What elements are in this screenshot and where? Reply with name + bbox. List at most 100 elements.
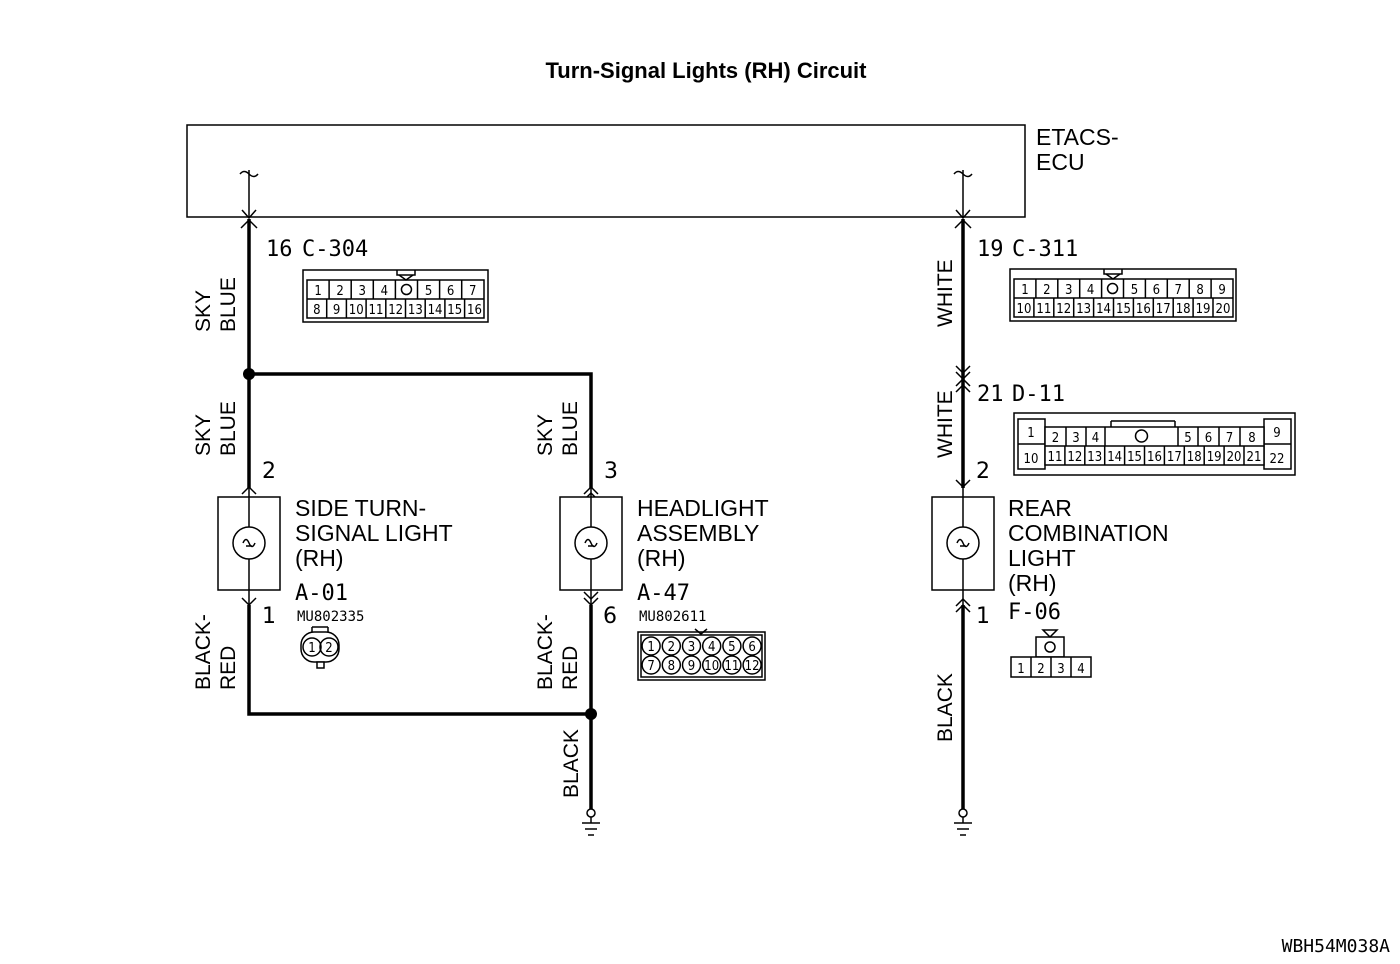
svg-text:(RH): (RH)	[295, 545, 344, 571]
bulb-icon	[584, 538, 598, 548]
c304-row2-cell: 12	[388, 303, 403, 318]
d11-row1-cell: 5	[1184, 431, 1191, 446]
d11-row2-cell: 12	[1067, 450, 1082, 465]
rear-top-pin: 2	[976, 459, 990, 484]
a01-part-number: MU802335	[297, 609, 364, 625]
svg-text:SIGNAL LIGHT: SIGNAL LIGHT	[295, 520, 453, 546]
c311-row2-cell: 13	[1076, 302, 1091, 317]
c304-row1-cell: 4	[381, 284, 388, 299]
ecu-terminal-right	[953, 170, 973, 220]
d11-row1-cell: 4	[1092, 431, 1099, 446]
ground-icon	[954, 808, 972, 836]
a47-pin-circle	[701, 655, 722, 675]
a47-part-number: MU802611	[639, 609, 706, 625]
c304-row1-cell: 6	[447, 284, 454, 299]
c311-row1-key	[1106, 282, 1119, 295]
d11-row2-cell: 16	[1147, 450, 1162, 465]
c304-row2-cell: 15	[447, 303, 462, 318]
headlight-assembly	[559, 485, 623, 607]
connector-a01: 1 2	[300, 626, 340, 669]
a47-pin-circle	[722, 636, 742, 656]
c311-row1-cell: 7	[1175, 283, 1182, 298]
c304-row2-cell: 8	[313, 303, 320, 318]
f06-cell: 4	[1077, 662, 1084, 677]
c311-row1-cell: 3	[1065, 283, 1072, 298]
svg-text:RED: RED	[559, 646, 582, 690]
c311-row2-cell: 17	[1156, 302, 1171, 317]
d11-pin-label: 21	[977, 382, 1004, 407]
a47-pin-circle	[661, 655, 682, 675]
c311-row2-cell: 16	[1136, 302, 1151, 317]
wire-label-black-right: BLACK	[934, 673, 957, 742]
side-light-name: SIDE TURN- SIGNAL LIGHT (RH)	[295, 495, 453, 571]
wire-sky-blue-split	[249, 372, 593, 488]
svg-text:(RH): (RH)	[637, 545, 686, 571]
c311-row2-cell: 11	[1036, 302, 1051, 317]
wire-label-sky-blue-3: SKY BLUE	[534, 401, 582, 456]
svg-text:BLACK: BLACK	[560, 729, 583, 798]
a47-pin-circle	[722, 655, 742, 675]
svg-text:COMBINATION: COMBINATION	[1008, 520, 1169, 546]
c304-row1-key	[400, 283, 413, 296]
a47-pin-circle	[742, 655, 762, 675]
d11-row1-cell: 3	[1072, 431, 1079, 446]
bulb-icon	[956, 538, 970, 548]
d11-row2-cell: 13	[1087, 450, 1102, 465]
rear-bottom-pin: 1	[976, 604, 990, 629]
svg-text:10: 10	[1024, 452, 1039, 467]
svg-text:REAR: REAR	[1008, 495, 1072, 521]
etacs-ecu-box	[186, 124, 1026, 218]
c311-row1-cell: 9	[1218, 283, 1225, 298]
c304-row2-cell: 9	[333, 303, 340, 318]
c311-row1-cell: 4	[1087, 283, 1094, 298]
side-bottom-pin: 1	[262, 604, 276, 629]
d11-row2-cell: 20	[1227, 450, 1242, 465]
c311-pin-label: 19	[977, 237, 1004, 262]
d11-row2-cell: 11	[1048, 450, 1063, 465]
svg-text:BLUE: BLUE	[217, 277, 240, 332]
d11-row2-cell: 14	[1107, 450, 1122, 465]
a47-pin-circle	[641, 636, 661, 656]
svg-text:9: 9	[1273, 426, 1280, 441]
c304-row1-cell: 2	[336, 284, 343, 299]
bulb-icon	[242, 538, 256, 548]
f06-cell: 2	[1037, 662, 1044, 677]
ecu-terminal-left	[239, 170, 259, 220]
c311-row2-cell: 18	[1176, 302, 1191, 317]
c304-row2-cell: 13	[408, 303, 423, 318]
side-top-pin: 2	[262, 459, 276, 484]
c304-row2-cell: 16	[467, 303, 482, 318]
svg-text:WHITE: WHITE	[934, 390, 957, 458]
c304-row1-cell: 7	[469, 284, 476, 299]
c304-pin-label: 16	[266, 237, 293, 262]
c304-row2-cell: 14	[428, 303, 443, 318]
d11-row1-cell: 8	[1248, 431, 1255, 446]
a47-row2-cell: 7	[647, 659, 654, 674]
a47-pin-circle	[681, 636, 702, 656]
a47-row1-cell: 3	[688, 640, 695, 655]
d11-row2-cell: 15	[1127, 450, 1142, 465]
ground-icon	[582, 808, 600, 836]
c311-connector-label: C-311	[1012, 237, 1078, 262]
wire-label-white-2: WHITE	[934, 390, 957, 458]
a47-pin-circle	[661, 636, 682, 656]
head-bottom-pin: 6	[603, 604, 617, 629]
a47-row1-cell: 4	[708, 640, 715, 655]
wire-label-black-ground: BLACK	[560, 729, 583, 798]
c311-row1-cell: 6	[1153, 283, 1160, 298]
c304-row1-cell: 1	[314, 284, 321, 299]
a47-row2-cell: 11	[724, 659, 739, 674]
a01-connector-label: A-01	[295, 581, 348, 606]
a47-pin-circle	[641, 655, 661, 675]
a47-row2-cell: 9	[688, 659, 695, 674]
svg-text:1: 1	[1027, 426, 1034, 441]
d11-row1-cell: 7	[1226, 431, 1233, 446]
wire-label-black-red-1: BLACK- RED	[192, 614, 240, 690]
svg-text:WHITE: WHITE	[934, 259, 957, 327]
wire-label-sky-blue-2: SKY BLUE	[192, 401, 240, 456]
f06-connector-label: F-06	[1008, 600, 1061, 625]
a47-row2-cell: 8	[668, 659, 675, 674]
svg-text:(RH): (RH)	[1008, 570, 1057, 596]
